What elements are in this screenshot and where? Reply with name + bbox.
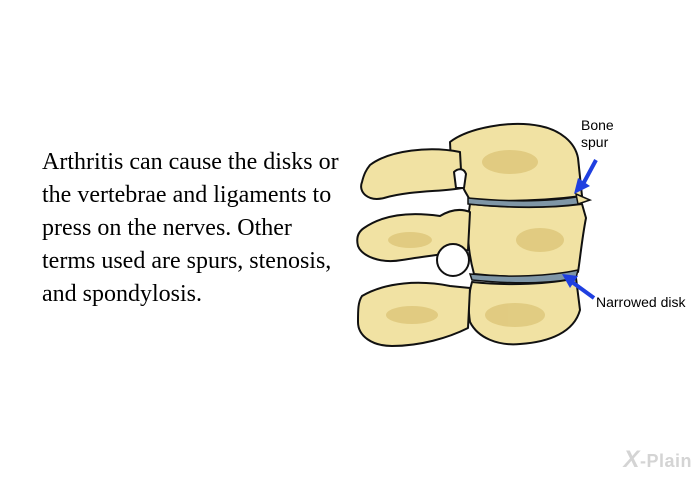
spine-illustration xyxy=(356,123,598,347)
narrowed-disk-arrow xyxy=(570,280,596,300)
bone-spur-label: Bone spur xyxy=(581,117,614,150)
narrowed-disk-arrowhead xyxy=(562,274,578,288)
description-text: Arthritis can cause the disks or the ver… xyxy=(42,149,339,307)
logo-text: -Plain xyxy=(639,451,692,471)
bone-spur-arrow xyxy=(580,159,598,187)
bone-spur xyxy=(574,192,593,205)
narrowed-disk-label: Narrowed disk xyxy=(596,294,686,310)
bone-spur-arrowhead xyxy=(574,178,590,194)
upper-spinous-process xyxy=(360,148,463,200)
upper-notch xyxy=(453,168,467,189)
bone-shading xyxy=(386,150,564,327)
x-plain-logo: X-Plain xyxy=(623,446,692,474)
neural-foramen xyxy=(436,243,470,277)
logo-mark: X xyxy=(623,446,640,473)
callout-arrows xyxy=(562,159,598,300)
